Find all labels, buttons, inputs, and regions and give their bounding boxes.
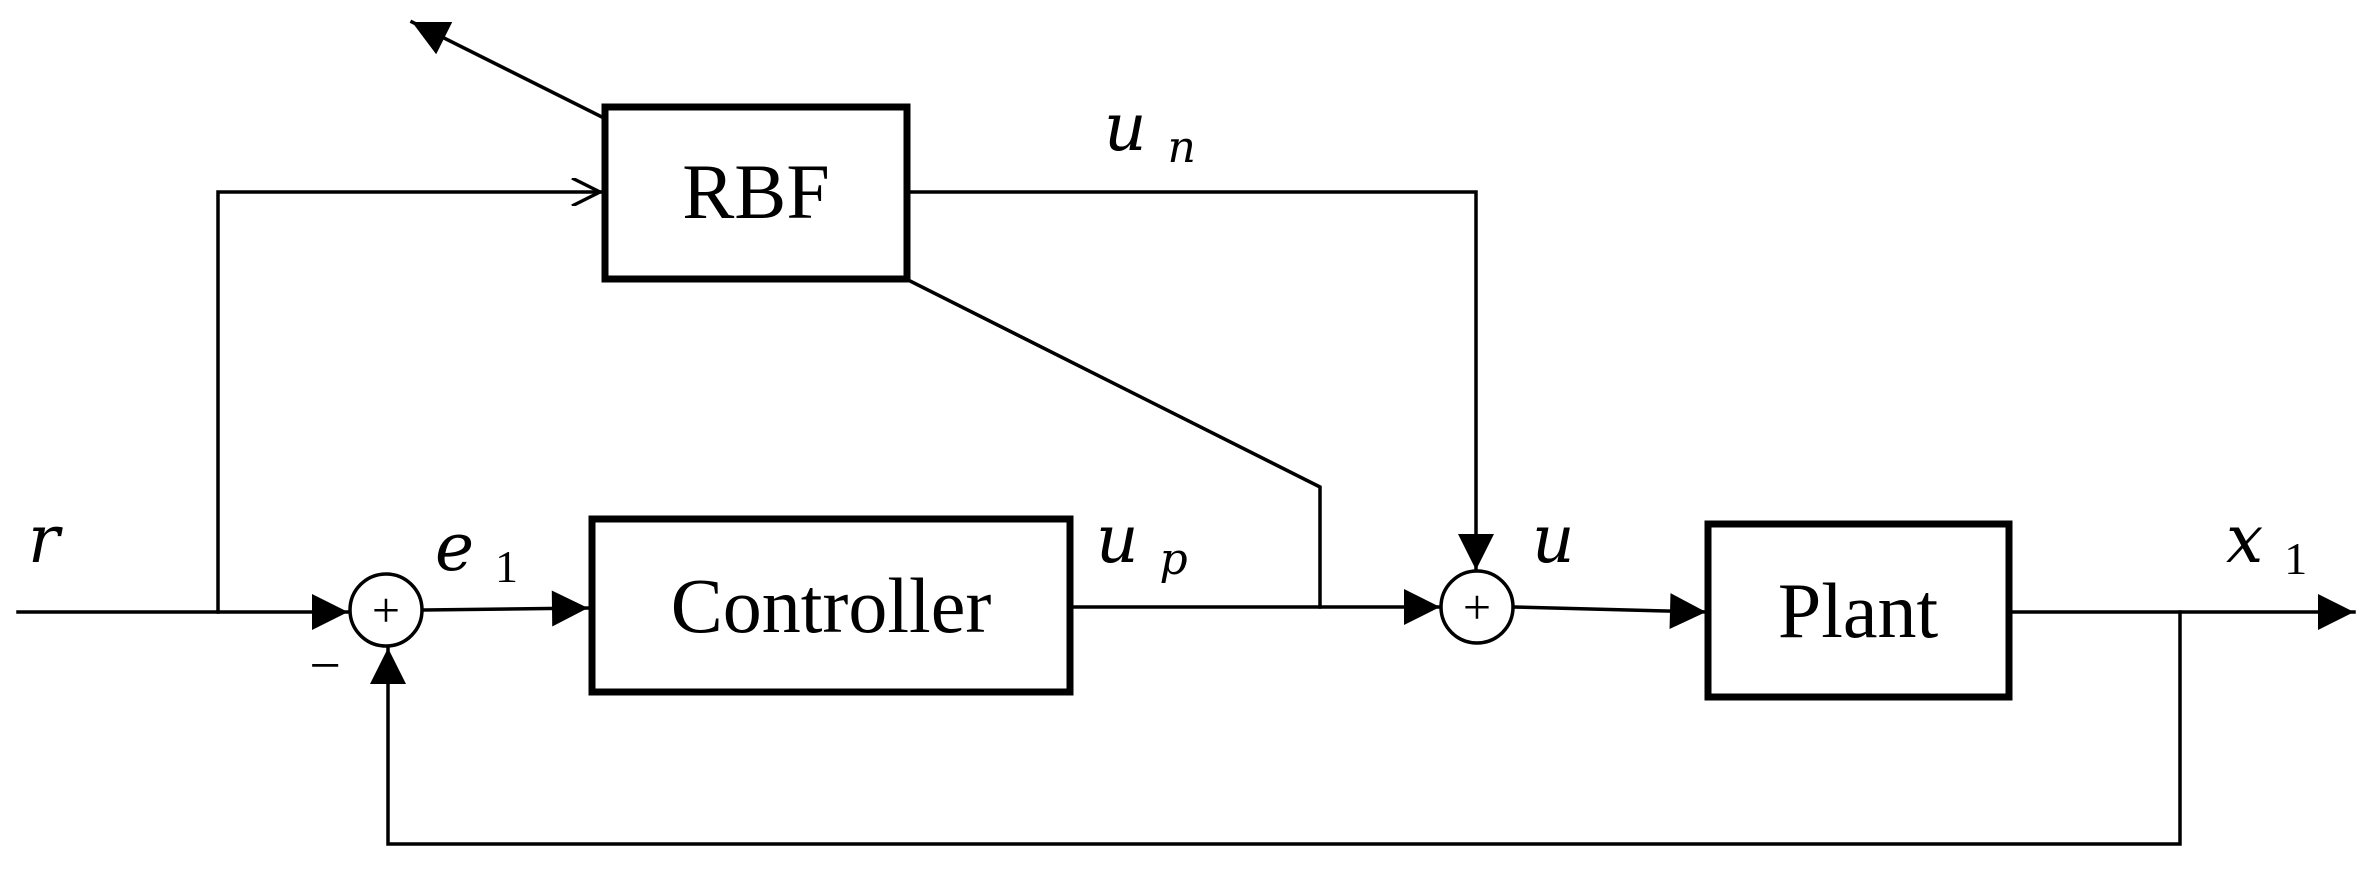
rbf-input-wire: [216, 192, 602, 614]
signal-label-up-base: u: [1096, 501, 1139, 578]
rbf-tuning-line: [905, 277, 1322, 609]
signal-label-x1-base: x: [2226, 501, 2263, 578]
signal-label-up: u p: [1096, 501, 1188, 585]
sum1-plus-sign: +: [372, 582, 400, 638]
feedback-wire: [370, 610, 2182, 846]
rbf-block-label: RBF: [682, 148, 829, 235]
controller-block: Controller: [588, 515, 1074, 696]
plant-block-box: [1704, 520, 2013, 701]
signal-label-up-subscript: p: [1160, 534, 1188, 585]
sum2-plus-sign: +: [1463, 579, 1491, 635]
summing-junction-2: +: [1439, 569, 1515, 645]
plant-block-label: Plant: [1778, 567, 1939, 654]
signal-label-un: u n: [1104, 89, 1196, 173]
signal-label-un-base: u: [1104, 89, 1147, 166]
plant-block: Plant: [1704, 520, 2013, 701]
rbf-block-box: [601, 103, 911, 283]
error-wire: [422, 590, 590, 627]
rbf-adaptation-arrow: [409, 19, 607, 121]
rbf-block: RBF: [601, 103, 911, 283]
signal-label-un-subscript: n: [1168, 122, 1196, 173]
signal-label-e1-base: e: [435, 509, 474, 586]
controller-block-label: Controller: [671, 562, 992, 649]
sum2-circle: [1439, 569, 1515, 645]
feedback-minus-sign: −: [309, 635, 341, 697]
signal-label-x1: x 1: [2226, 501, 2307, 584]
signal-label-e1-subscript: 1: [495, 541, 518, 592]
summing-junction-1: +: [348, 572, 424, 648]
u-wire: [1512, 593, 1708, 630]
signal-label-u: u: [1532, 501, 1575, 578]
signal-label-e1: e 1: [435, 509, 518, 592]
signal-label-x1-subscript: 1: [2284, 533, 2307, 584]
signal-label-r: r: [28, 501, 63, 578]
sum1-circle: [348, 572, 424, 648]
controller-block-box: [588, 515, 1074, 696]
un-wire: [904, 190, 1494, 572]
